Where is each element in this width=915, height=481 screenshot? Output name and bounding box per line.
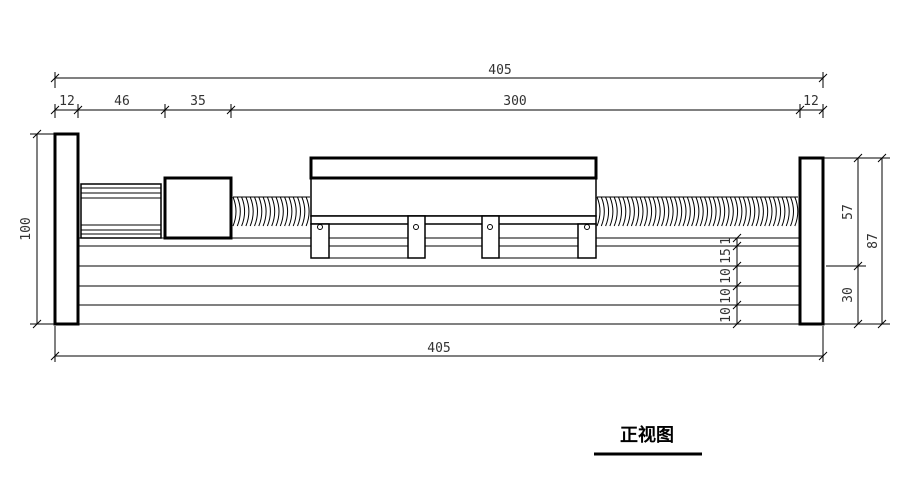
rail-dim-4: 15 [719, 248, 734, 264]
base-rails [78, 237, 800, 325]
dim-top-overall: 405 [488, 63, 511, 78]
left-height-dimension: 100 [19, 129, 55, 329]
lead-screw-left [232, 196, 310, 227]
rail-stack-dimension: 10 10 10 15 1 [719, 233, 742, 329]
top-overall-dimension: 405 [50, 63, 828, 88]
right-end-plate [798, 156, 825, 326]
coupling-block [163, 176, 233, 240]
dim-bottom-overall: 405 [427, 341, 450, 356]
left-end-plate [53, 132, 80, 326]
carriage [309, 156, 598, 259]
top-segment-dimensions: 12 46 35 300 12 [50, 94, 828, 118]
dim-right-plate: 12 [803, 94, 819, 109]
bottom-overall-dimension: 405 [50, 326, 828, 362]
lead-screw-right [596, 196, 799, 227]
carriage-top-plate [309, 156, 598, 180]
dim-coupling: 35 [190, 94, 206, 109]
view-title: 正视图 [620, 424, 674, 446]
right-dimensions: 57 30 87 [823, 153, 890, 329]
dim-right-upper: 57 [841, 204, 856, 220]
dim-right-lower: 30 [841, 287, 856, 303]
rail-dim-2: 10 [719, 288, 734, 304]
dim-stroke: 300 [503, 94, 526, 109]
dim-right-total: 87 [866, 233, 881, 249]
motor [80, 183, 162, 239]
rail-dim-1: 10 [719, 307, 734, 323]
dim-motor: 46 [114, 94, 130, 109]
dim-left-plate: 12 [59, 94, 75, 109]
rail-dim-5: 1 [719, 237, 734, 245]
dim-left-height: 100 [19, 217, 34, 240]
rail-dim-3: 10 [719, 268, 734, 284]
